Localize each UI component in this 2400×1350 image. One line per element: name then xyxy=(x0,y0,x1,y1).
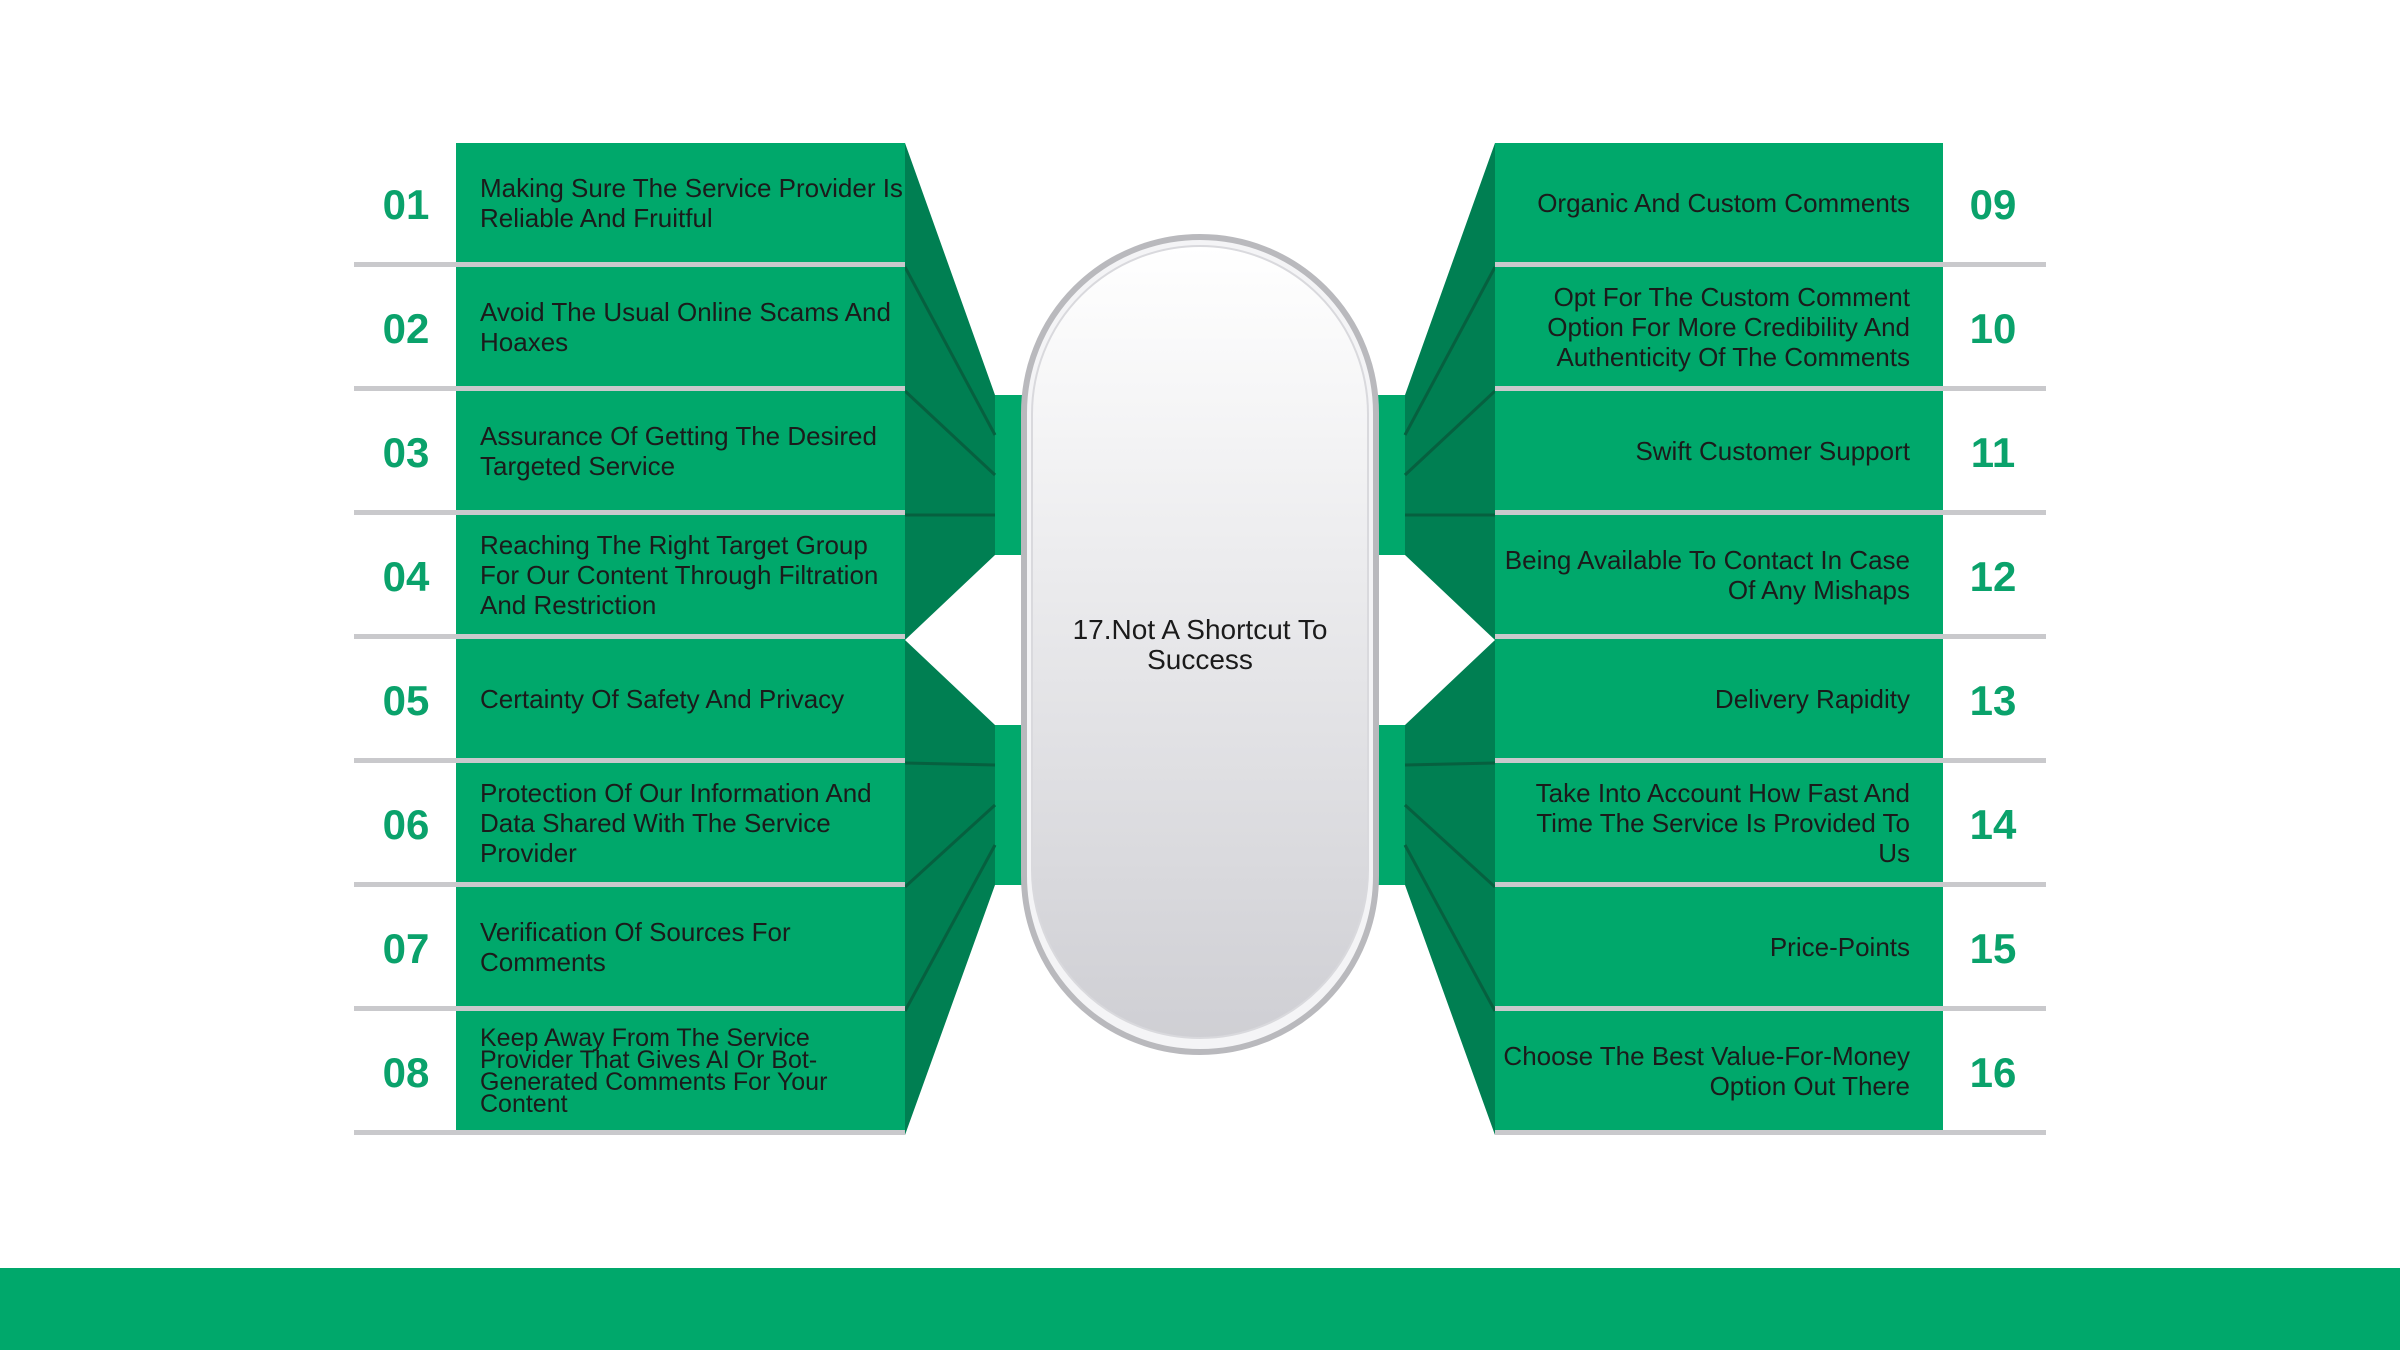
left-rows xyxy=(354,143,905,1135)
right-row-separator xyxy=(1495,510,2046,515)
right-row-separator xyxy=(1495,386,2046,391)
right-item-number: 12 xyxy=(1969,553,2017,600)
right-connector-line xyxy=(1403,266,1497,436)
right-stub-upper xyxy=(1375,395,1405,555)
right-item-number: 10 xyxy=(1969,305,2017,352)
left-item-text: Avoid The Usual Online Scams And Hoaxes xyxy=(480,296,891,357)
right-row-separator xyxy=(1495,758,2046,763)
left-row-separator xyxy=(354,510,905,515)
left-row-separator xyxy=(354,1006,905,1011)
left-item-text: Assurance Of Getting The Desired Targete… xyxy=(480,420,877,481)
right-connector-line xyxy=(1404,761,1496,767)
left-row-box xyxy=(456,1011,905,1130)
footer-bar xyxy=(0,1268,2400,1350)
left-connector-line xyxy=(904,761,996,767)
right-item-number: 14 xyxy=(1969,801,2017,848)
right-connector-line xyxy=(1403,844,1497,1012)
left-row-box xyxy=(456,267,905,386)
right-row-separator xyxy=(1495,1130,2046,1135)
center-text-line: Not A Shortcut To Success xyxy=(1111,614,1328,675)
funnel-connectors xyxy=(903,143,1497,1135)
left-item-number: 07 xyxy=(382,925,430,972)
left-item-text: Certainty Of Safety And Privacy xyxy=(480,683,845,714)
left-row-separator xyxy=(354,758,905,763)
left-connector-line xyxy=(903,803,997,889)
right-item-text: Price-Points xyxy=(1769,931,1910,962)
right-row-box xyxy=(1495,267,1943,386)
right-row-box xyxy=(1495,515,1943,634)
right-row-box xyxy=(1495,143,1943,262)
left-item-number: 02 xyxy=(382,305,430,352)
center-capsule xyxy=(1021,234,1379,1055)
left-row-separator xyxy=(354,882,905,887)
right-item-text: Choose The Best Value-For-Money Option O… xyxy=(1503,1040,1910,1101)
left-row-separator xyxy=(354,634,905,639)
right-item-text: Delivery Rapidity xyxy=(1714,683,1910,714)
right-item-text: Take Into Account How Fast And Time The … xyxy=(1535,777,1910,868)
right-row-separator xyxy=(1495,262,2046,267)
left-row-box xyxy=(456,763,905,882)
center-label: 17.Not A Shortcut To Success xyxy=(1040,600,1360,690)
capsule-inner xyxy=(1031,245,1369,1039)
left-row-box xyxy=(456,639,905,758)
left-connector-line xyxy=(903,266,997,436)
left-stub-upper xyxy=(995,395,1025,555)
left-row-box xyxy=(456,887,905,1006)
right-stub-lower xyxy=(1375,725,1405,885)
left-item-number: 05 xyxy=(382,677,430,724)
right-row-box xyxy=(1495,639,1943,758)
right-item-text: Organic And Custom Comments xyxy=(1537,187,1910,218)
left-item-text: Verification Of Sources For Comments xyxy=(480,916,791,977)
left-stub-lower xyxy=(995,725,1025,885)
right-connector-line xyxy=(1403,389,1497,477)
left-connector-line xyxy=(903,389,997,477)
left-item-number: 01 xyxy=(382,181,430,228)
left-item-number: 08 xyxy=(382,1049,430,1096)
left-item-text: Making Sure The Service Provider Is Reli… xyxy=(480,172,903,233)
left-row-box xyxy=(456,391,905,510)
right-item-number: 09 xyxy=(1969,181,2017,228)
right-item-text: Swift Customer Support xyxy=(1635,435,1910,466)
left-row-separator xyxy=(354,262,905,267)
left-item-number: 04 xyxy=(382,553,430,600)
left-item-number: 03 xyxy=(382,429,430,476)
left-item-text: Protection Of Our Information And Data S… xyxy=(480,777,872,868)
right-row-box xyxy=(1495,391,1943,510)
right-row-separator xyxy=(1495,1006,2046,1011)
right-connector-line xyxy=(1403,803,1497,889)
right-item-number: 16 xyxy=(1969,1049,2017,1096)
right-row-box xyxy=(1495,763,1943,882)
right-row-box xyxy=(1495,887,1943,1006)
right-item-number: 15 xyxy=(1969,925,2017,972)
left-connector-line xyxy=(903,844,997,1012)
left-row-box xyxy=(456,515,905,634)
center-number: 17. xyxy=(1072,614,1112,645)
left-row-separator xyxy=(354,1130,905,1135)
right-row-separator xyxy=(1495,882,2046,887)
right-row-separator xyxy=(1495,634,2046,639)
left-row-separator xyxy=(354,386,905,391)
left-item-text: Keep Away From The Service Provider That… xyxy=(480,1023,828,1118)
right-item-text: Opt For The Custom Comment Option For Mo… xyxy=(1547,281,1910,372)
right-item-number: 13 xyxy=(1969,677,2017,724)
right-rows xyxy=(1495,143,2046,1135)
left-item-text: Reaching The Right Target Group For Our … xyxy=(480,529,879,620)
left-row-box xyxy=(456,143,905,262)
right-item-text: Being Available To Contact In Case Of An… xyxy=(1504,544,1910,605)
right-row-box xyxy=(1495,1011,1943,1130)
left-item-number: 06 xyxy=(382,801,430,848)
right-item-number: 11 xyxy=(1970,429,2016,476)
